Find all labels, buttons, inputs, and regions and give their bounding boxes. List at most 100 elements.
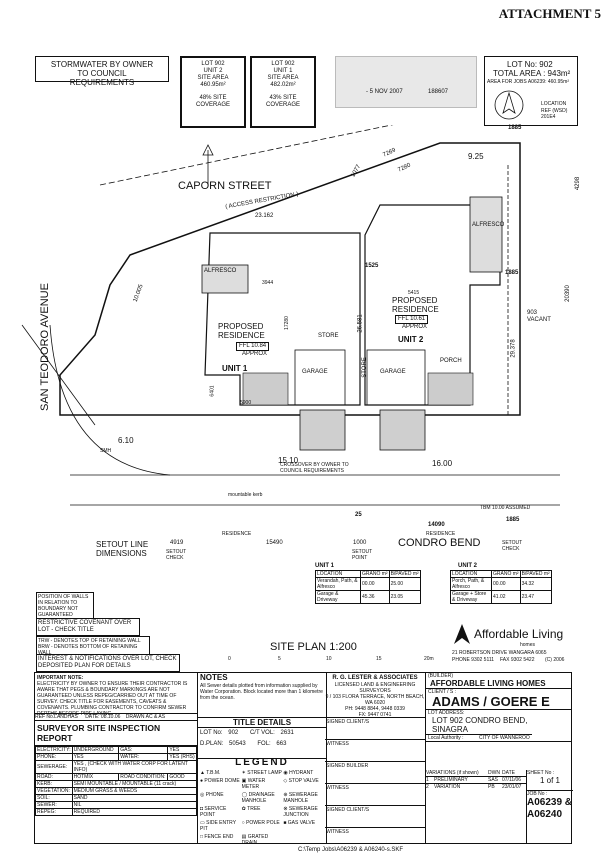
affordable-copyright: (C) 2006 <box>545 657 565 663</box>
location-label: LOCATION <box>541 101 567 107</box>
lot-value: 902 <box>228 730 239 736</box>
unit1-label: UNIT 1 <box>222 364 248 373</box>
legend-item: ◇ STOP VALVE <box>283 778 319 784</box>
legend-item-label: POWER DOME <box>204 778 240 784</box>
legend-item: ⊗ SEWERAGE JUNCTION <box>283 806 318 818</box>
variations-label: VARIATIONS (if shown) <box>426 770 479 776</box>
note-date: DATE: 08.10.06 <box>85 714 121 720</box>
interests-note: INTEREST & NOTIFICATIONS OVER LOT, CHECK… <box>36 654 180 672</box>
porch-label: PORCH <box>440 358 462 364</box>
survey-report: SURVEYOR SITE INSPECTION REPORT ELECTRIC… <box>35 721 198 816</box>
legend-item: ▭ SIDE ENTRY PIT <box>200 820 236 832</box>
setout-point-label: SETOUT POINT <box>352 549 373 561</box>
sheet-of: 1 of 1 <box>539 776 560 785</box>
lot-address-label: LOT ADDRESS: <box>428 710 465 716</box>
legend-item-label: TREE <box>247 806 261 812</box>
affordable-living-logo-icon <box>454 624 470 644</box>
report-value: YES <box>167 746 197 754</box>
dim-15490: 15490 <box>266 540 283 546</box>
client-name: ADAMS / GOERE E <box>426 695 572 710</box>
legend-title: LEGEND <box>235 757 289 768</box>
store1-label: STORE <box>318 333 339 339</box>
table-cell: Verandah, Path, & Alfresco <box>315 577 361 591</box>
dim-9-25: 9.25 <box>468 152 484 161</box>
scale-tick: 10 <box>326 656 332 662</box>
builder-client-block: (BUILDER) AFFORDABLE LIVING HOMES CLIENT… <box>425 673 573 844</box>
smh-label: SMH <box>100 448 112 454</box>
table-cell: 45.36 <box>360 590 390 604</box>
dwn-label: DWN <box>488 770 500 776</box>
setout-line-label: SETOUT LINE DIMENSIONS <box>96 540 149 558</box>
unit2-residence-label: PROPOSED RESIDENCE <box>392 296 439 314</box>
report-label: KERB: <box>35 780 73 788</box>
witness: WITNESS <box>325 827 425 846</box>
legend-item: ✿ TREE <box>241 806 261 812</box>
site-area-lot: LOT 902 <box>271 61 295 67</box>
rev-dwn: PB <box>488 784 495 790</box>
legend-item-label: SEWERAGE JUNCTION <box>283 806 318 818</box>
dim-16-00: 16.00 <box>432 459 453 468</box>
ref-no: REF No.LANDHAS <box>35 714 78 720</box>
table-cell: 34.32 <box>519 577 552 591</box>
legend-item-label: HYDRANT <box>289 770 314 776</box>
witness: WITNESS <box>325 739 425 761</box>
unit1-residence <box>204 232 361 406</box>
local-authority-row: Local Authority : CITY OF WANNEROO <box>426 735 572 742</box>
legend-item: ▣ WATER METER <box>241 778 266 790</box>
lot-info: LOT No: 902 TOTAL AREA : 943m² AREA FOR … <box>484 56 578 126</box>
legend-item: ● POWER DOME <box>200 778 240 784</box>
drawn-by: DRAWN AC & AS <box>125 714 166 720</box>
important-note-body: ELECTRICITY BY OWNER TO ENSURE THEIR CON… <box>37 681 188 717</box>
site-plan-drawing <box>21 125 560 506</box>
trw-note: TRW - DENOTES TOP OF RETAINING WALL <box>38 638 141 644</box>
dim-4298: 4298 <box>575 176 582 191</box>
surveyor-fax: FX: 9447 0741 <box>358 712 392 718</box>
site-area-value: 460.95m² <box>200 82 226 88</box>
dplan-label: D.PLAN: <box>200 741 224 747</box>
site-area-value: 482.02m² <box>270 82 296 88</box>
alfresco1-label: ALFRESCO <box>204 268 237 274</box>
crossover-note: CROSSOVER BY OWNER TO COUNCIL REQUIREMEN… <box>280 462 349 474</box>
job-number: A06239 & A06240 <box>527 797 573 820</box>
affordable-phone: PHONE 9302 5111 <box>452 657 495 663</box>
condro-bend-label: CONDRO BEND <box>398 537 481 549</box>
fol-value: 663 <box>276 741 287 747</box>
site-area-label: SITE AREA <box>267 75 299 81</box>
notes-body: All Sewer details plotted from informati… <box>200 683 323 701</box>
location-map-icon <box>494 90 524 120</box>
garage2-label: GARAGE <box>380 369 406 375</box>
variation-row: 1 PRELIMINARY SAS 07/11/06 <box>426 776 526 783</box>
dim-5900: 5900 <box>240 400 252 406</box>
scale-tick: 0 <box>228 656 231 662</box>
important-note: IMPORTANT NOTE: ELECTRICITY BY OWNER TO … <box>37 675 195 717</box>
site-coverage: 48% SITE COVERAGE <box>195 95 230 108</box>
unit1-driveway <box>299 409 346 451</box>
surveyor-block: R. G. LESTER & ASSOCIATES LICENSED LAND … <box>325 673 425 718</box>
rev-no: 2 <box>426 784 429 790</box>
stamp-number: 188607 <box>428 89 449 95</box>
stamp-date: - 5 NOV 2007 <box>366 89 403 95</box>
legend-item: ■ GAS VALVE <box>283 820 316 826</box>
dim-1885-bottom: 1885 <box>506 517 520 523</box>
signature-area: SIGNED CLIENT/S WITNESS SIGNED BUILDER W… <box>325 717 425 846</box>
total-area: TOTAL AREA : 943m² <box>493 69 571 78</box>
site-coverage: 43% SITE COVERAGE <box>265 95 300 108</box>
fol-label: FOL: <box>257 741 271 747</box>
title-details-row1: LOT No: 902 C/T VOL: 2631 <box>198 728 326 739</box>
report-label: SEWER: <box>35 801 73 809</box>
restrictive-covenant: RESTRICTIVE COVENANT OVER LOT - CHECK TI… <box>36 618 140 636</box>
report-label: REPEG: <box>35 808 73 816</box>
garage1-label: GARAGE <box>302 369 328 375</box>
unit2-ffl: FFL 10.61 <box>395 315 429 324</box>
title-block: IMPORTANT NOTE: ELECTRICITY BY OWNER TO … <box>34 672 573 846</box>
legend-item: ▲ T.B.M. <box>200 770 221 776</box>
dim-14090: 14090 <box>428 522 445 528</box>
dim-5415: 5415 <box>408 290 420 296</box>
residence-right: RESIDENCE <box>426 531 456 537</box>
table-cell: 23.05 <box>388 590 421 604</box>
important-note-title: IMPORTANT NOTE: <box>37 675 84 681</box>
dim-1525: 1525 <box>365 263 379 269</box>
report-label: VEGETATION: <box>35 787 73 795</box>
